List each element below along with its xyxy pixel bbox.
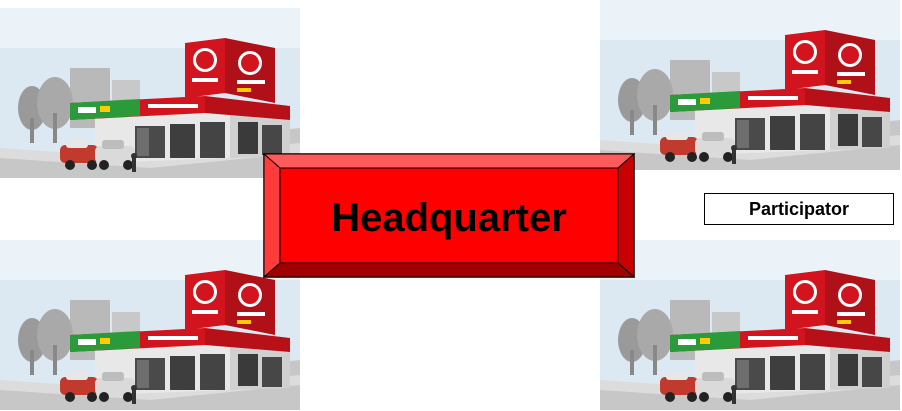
store-bottom-left	[0, 240, 300, 410]
store-illustration-svg	[600, 0, 900, 170]
headquarter-node: Headquarter	[263, 153, 635, 278]
store-bottom-right	[600, 240, 900, 410]
store-illustration-svg	[0, 240, 300, 410]
headquarter-label: Headquarter	[263, 196, 635, 241]
participator-label: Participator	[704, 193, 894, 225]
store-top-right	[600, 0, 900, 170]
store-top-left	[0, 8, 300, 178]
store-illustration-svg	[0, 8, 300, 178]
store-illustration-svg	[600, 240, 900, 410]
